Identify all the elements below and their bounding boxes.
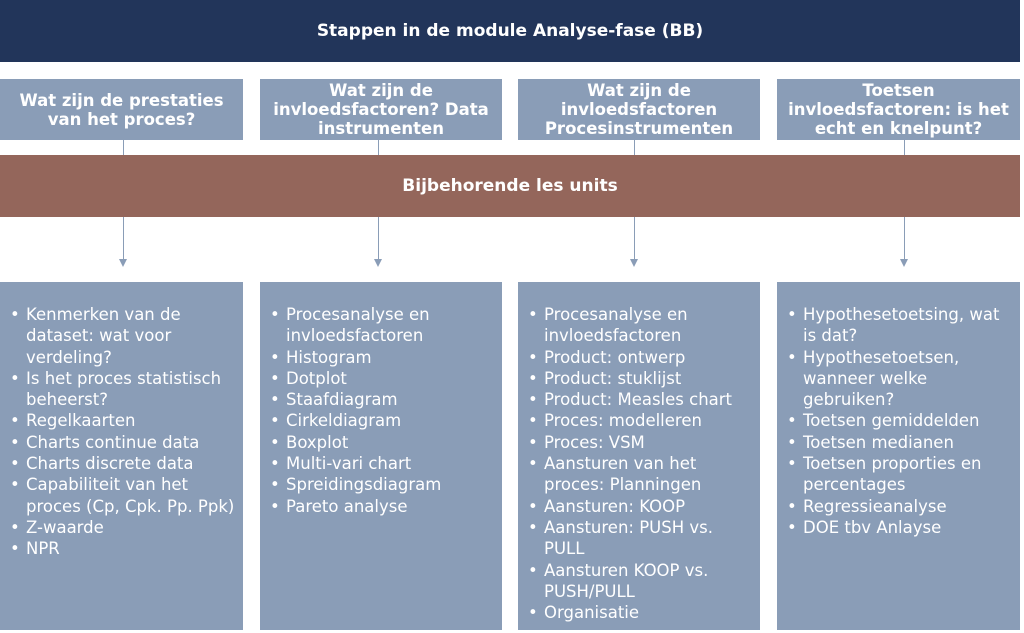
unit-list-item: Regelkaarten	[10, 410, 237, 432]
units-list-data-instrumenten: Procesanalyse en invloedsfactorenHistogr…	[260, 282, 502, 630]
unit-list-item: Toetsen medianen	[787, 432, 1014, 454]
unit-list-item: Capabiliteit van het proces (Cp, Cpk. Pp…	[10, 474, 237, 517]
unit-list-item: Aansturen van het proces: Planningen	[528, 453, 754, 496]
unit-list-item: Aansturen: KOOP	[528, 496, 754, 518]
unit-list-item: Charts discrete data	[10, 453, 237, 475]
connector-line	[634, 140, 635, 155]
unit-list-item: Procesanalyse en invloedsfactoren	[270, 304, 496, 347]
unit-list-item: Toetsen proporties en percentages	[787, 453, 1014, 496]
unit-list-item: Product: Measles chart	[528, 389, 754, 411]
unit-list-item: Boxplot	[270, 432, 496, 454]
unit-list-item: Staafdiagram	[270, 389, 496, 411]
unit-list-item: Procesanalyse en invloedsfactoren	[528, 304, 754, 347]
unit-list-item: Spreidingsdiagram	[270, 474, 496, 496]
arrow-line	[904, 217, 905, 259]
unit-list-item: Multi-vari chart	[270, 453, 496, 475]
arrow-line	[634, 217, 635, 259]
phase-header-toetsen: Toetsen invloedsfactoren: is het echt en…	[777, 79, 1020, 140]
unit-list-item: Aansturen: PUSH vs. PULL	[528, 517, 754, 560]
arrow-down-icon	[374, 259, 382, 267]
phase-header-prestaties: Wat zijn de prestaties van het proces?	[0, 79, 243, 140]
connector-line	[378, 140, 379, 155]
phase-header-procesinstrumenten: Wat zijn de invloedsfactoren Procesinstr…	[518, 79, 760, 140]
unit-list-item: Toetsen gemiddelden	[787, 410, 1014, 432]
unit-list-item: Proces: modelleren	[528, 410, 754, 432]
unit-list-item: Hypothesetoetsen, wanneer welke gebruike…	[787, 347, 1014, 411]
unit-list-item: Histogram	[270, 347, 496, 369]
unit-list-item: Z-waarde	[10, 517, 237, 539]
arrow-line	[123, 217, 124, 259]
connector-line	[123, 140, 124, 155]
unit-list-item: Regressieanalyse	[787, 496, 1014, 518]
unit-list-item: Kenmerken van de dataset: wat voor verde…	[10, 304, 237, 368]
units-list-toetsen: Hypothesetoetsing, wat is dat?Hypotheset…	[777, 282, 1020, 630]
connector-line	[904, 140, 905, 155]
unit-list-item: Product: ontwerp	[528, 347, 754, 369]
unit-list-item: Pareto analyse	[270, 496, 496, 518]
unit-list-item: DOE tbv Anlayse	[787, 517, 1014, 539]
arrow-down-icon	[119, 259, 127, 267]
units-bar: Bijbehorende les units	[0, 155, 1020, 217]
unit-list-item: NPR	[10, 538, 237, 560]
unit-list-item: Hypothesetoetsing, wat is dat?	[787, 304, 1014, 347]
diagram-title: Stappen in de module Analyse-fase (BB)	[0, 0, 1020, 62]
phase-header-data-instrumenten: Wat zijn de invloedsfactoren? Data instr…	[260, 79, 502, 140]
unit-list-item: Aansturen KOOP vs. PUSH/PULL	[528, 560, 754, 603]
arrow-down-icon	[630, 259, 638, 267]
units-list-prestaties: Kenmerken van de dataset: wat voor verde…	[0, 282, 243, 630]
unit-list-item: Product: stuklijst	[528, 368, 754, 390]
arrow-down-icon	[900, 259, 908, 267]
unit-list-item: Dotplot	[270, 368, 496, 390]
unit-list-item: Cirkeldiagram	[270, 410, 496, 432]
unit-list-item: Charts continue data	[10, 432, 237, 454]
arrow-line	[378, 217, 379, 259]
unit-list-item: Is het proces statistisch beheerst?	[10, 368, 237, 411]
unit-list-item: Organisatie	[528, 602, 754, 624]
units-list-procesinstrumenten: Procesanalyse en invloedsfactorenProduct…	[518, 282, 760, 630]
unit-list-item: Proces: VSM	[528, 432, 754, 454]
